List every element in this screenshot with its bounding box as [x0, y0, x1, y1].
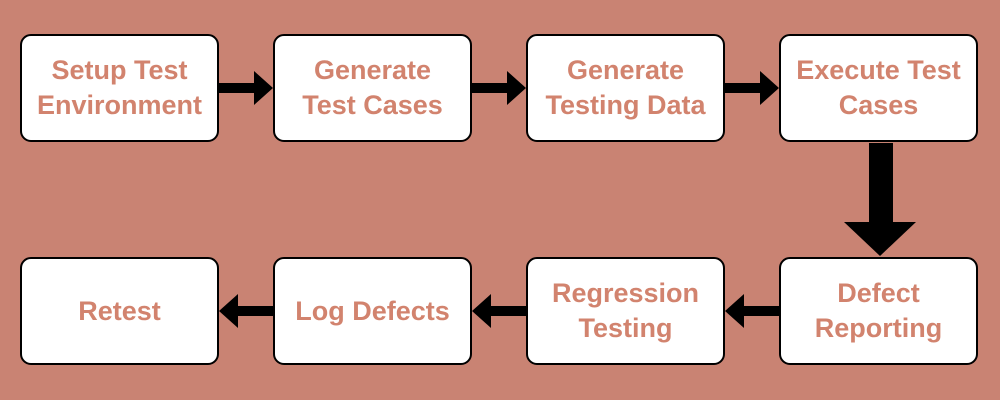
node-label: Execute Test Cases — [796, 55, 961, 120]
node-label: Setup Test Environment — [36, 55, 203, 120]
node-label: Retest — [78, 295, 161, 326]
node-regression-testing: Regression Testing — [526, 257, 725, 365]
arrow-head — [254, 71, 273, 105]
arrow-shaft — [219, 83, 256, 93]
arrow-defect-reporting-to-regression-icon — [725, 294, 779, 328]
arrow-head — [219, 294, 238, 328]
node-label: Generate Testing Data — [545, 55, 706, 120]
arrow-setup-to-generate-test-cases-icon — [219, 71, 273, 105]
node-label: Defect Reporting — [814, 278, 943, 343]
node-log-defects: Log Defects — [273, 257, 472, 365]
arrow-regression-to-log-defects-icon — [472, 294, 526, 328]
arrow-shaft — [725, 83, 762, 93]
node-label: Log Defects — [295, 295, 450, 326]
arrow-head — [844, 222, 916, 256]
arrow-head — [472, 294, 491, 328]
arrow-log-defects-to-retest-icon — [219, 294, 273, 328]
node-defect-reporting: Defect Reporting — [779, 257, 978, 365]
arrow-execute-to-defect-reporting-icon — [844, 143, 917, 256]
arrow-shaft — [472, 83, 509, 93]
arrow-testing-data-to-execute-icon — [725, 71, 779, 105]
node-label: Regression Testing — [551, 278, 700, 343]
arrow-generate-test-cases-to-testing-data-icon — [472, 71, 526, 105]
arrow-shaft — [489, 306, 526, 316]
arrow-head — [760, 71, 779, 105]
node-generate-testing-data: Generate Testing Data — [526, 34, 725, 142]
arrow-shaft — [742, 306, 779, 316]
arrow-head — [507, 71, 526, 105]
node-setup-test-environment: Setup Test Environment — [20, 34, 219, 142]
arrow-shaft — [868, 143, 893, 223]
node-retest: Retest — [20, 257, 219, 365]
arrow-shaft — [236, 306, 273, 316]
node-label: Generate Test Cases — [302, 55, 443, 120]
arrow-head — [725, 294, 744, 328]
node-generate-test-cases: Generate Test Cases — [273, 34, 472, 142]
node-execute-test-cases: Execute Test Cases — [779, 34, 978, 142]
